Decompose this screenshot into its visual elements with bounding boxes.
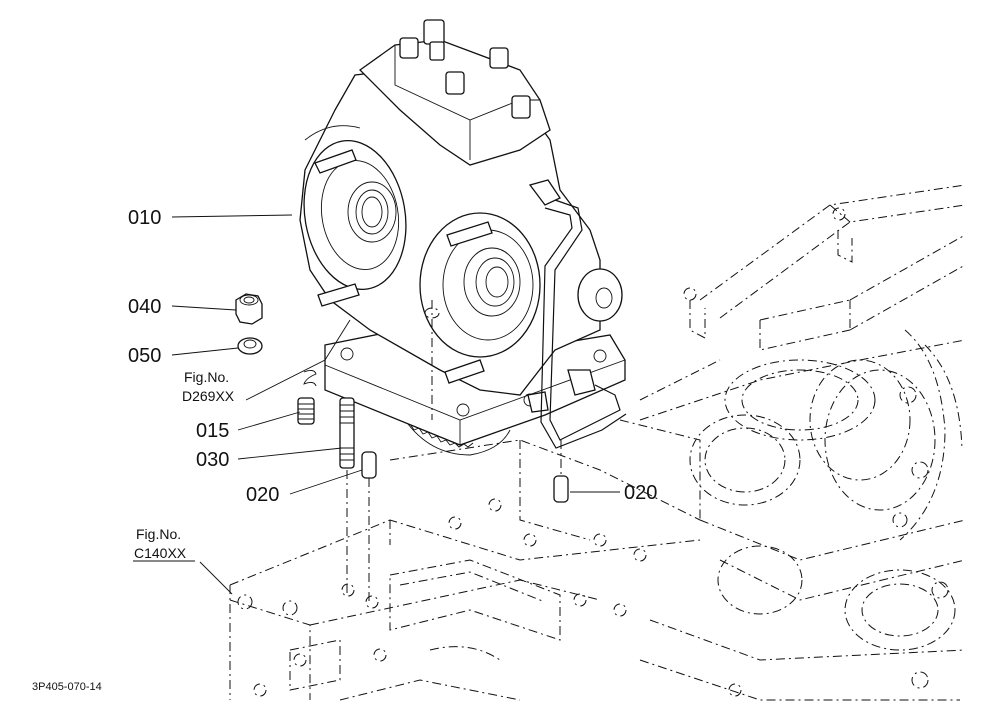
part-015-stud [297, 397, 315, 425]
label-fig-d269xx: D269XX [182, 388, 235, 404]
label-fig-no-1: Fig.No. [184, 369, 229, 385]
part-020-pin-right [553, 440, 569, 503]
top-cover-bolts [399, 19, 531, 119]
transmission-housing-outline [229, 184, 966, 701]
hydraulic-pump-assembly [299, 19, 627, 456]
part-050-spring-washer [237, 337, 263, 355]
label-030: 030 [196, 449, 229, 471]
label-010: 010 [128, 207, 161, 229]
part-040-nut [235, 293, 263, 325]
label-fig-no-2: Fig.No. [136, 526, 181, 542]
label-050: 050 [128, 345, 161, 367]
label-015: 015 [196, 420, 229, 442]
label-fig-c140xx: C140XX [134, 545, 187, 561]
diagram-code: 3P405-070-14 [32, 681, 102, 693]
label-040: 040 [128, 296, 161, 318]
spring [303, 369, 317, 387]
part-020-pin-left [346, 451, 377, 605]
part-030-stud [339, 397, 355, 469]
label-020-left: 020 [246, 484, 279, 506]
leader-lines [133, 214, 620, 595]
label-020-right: 020 [624, 482, 657, 504]
